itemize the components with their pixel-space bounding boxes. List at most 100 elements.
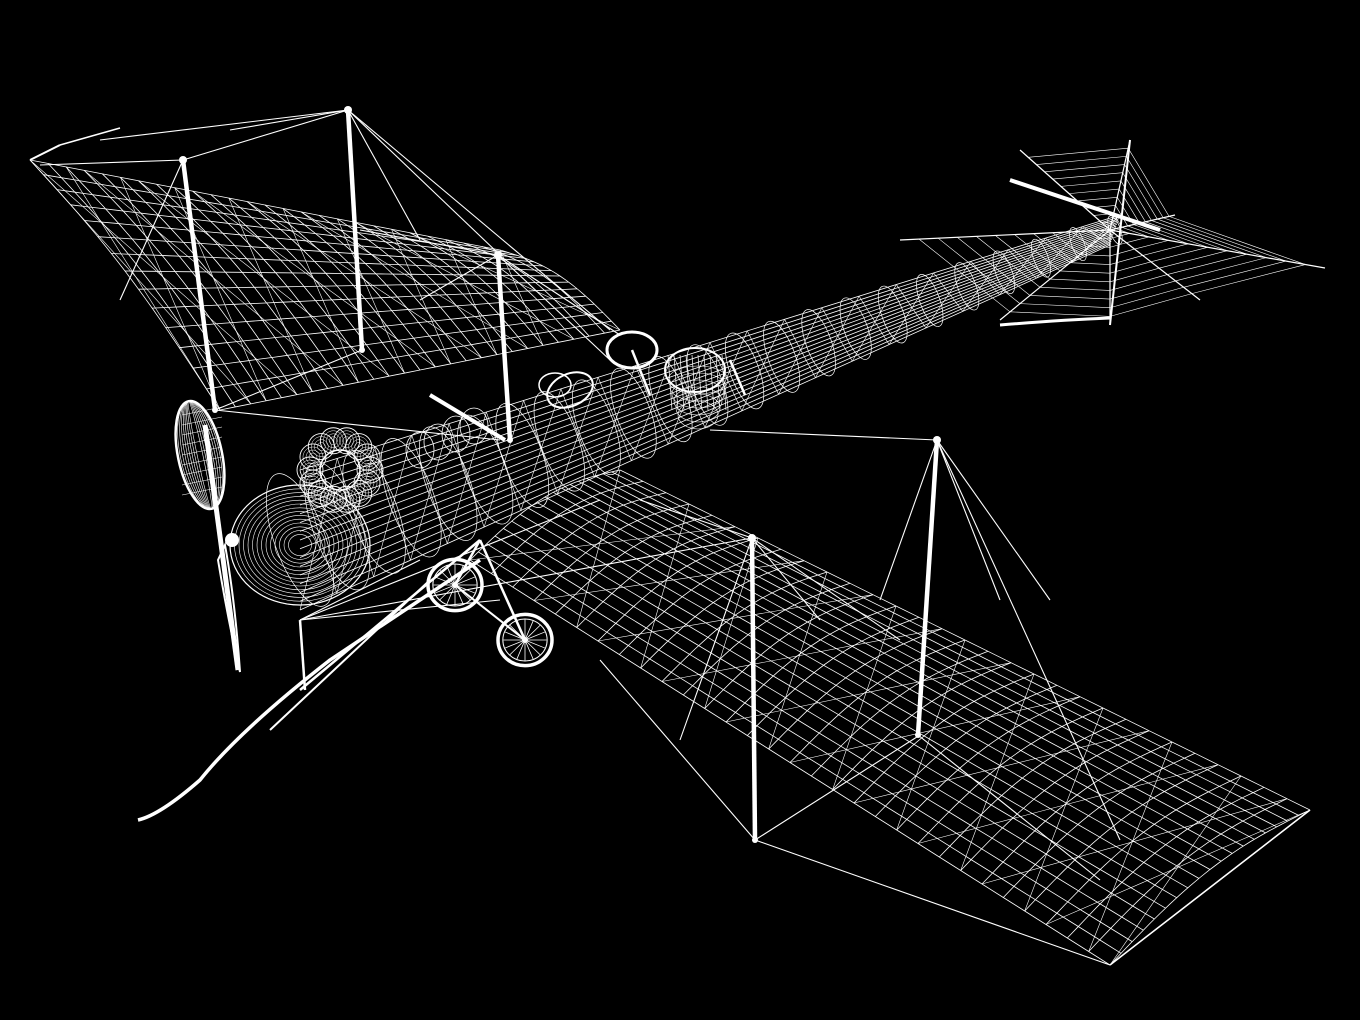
nose-cowl-ring (238, 492, 362, 598)
tail-mesh-line (1109, 261, 1151, 274)
wing-rib (960, 730, 1150, 871)
tail-mesh-line (1168, 216, 1306, 265)
wheel-spoke (446, 584, 456, 605)
tail-mesh-line (1069, 262, 1111, 265)
wing-bracing (409, 232, 621, 331)
tail-mesh-line (1090, 230, 1101, 239)
skid-strut (299, 539, 481, 691)
fuselage-longeron (299, 239, 1113, 585)
tail-mesh-line (1109, 293, 1192, 317)
rigging-wire (182, 109, 349, 161)
fuselage-frame (916, 274, 944, 327)
wing-bracing (282, 208, 359, 383)
engine-cylinder-fin (311, 483, 332, 504)
propeller-blade-lower (216, 541, 241, 673)
seat-weave (721, 354, 727, 411)
kingpost-top-node (933, 436, 941, 444)
fuselage-bracing (560, 388, 595, 478)
fuselage-frame (342, 449, 406, 574)
engine-cylinder-fin (308, 452, 318, 462)
engine-cylinder-fin (362, 452, 372, 462)
tail-mesh-line (1157, 218, 1267, 258)
rigging-wire (754, 839, 1111, 966)
wheel-spoke (524, 624, 541, 641)
tail-mesh-line (1175, 257, 1267, 282)
engine-cylinder (307, 480, 335, 507)
engine-tank (459, 407, 489, 445)
fuselage-frame (877, 285, 908, 344)
engine-cylinder-fin (354, 442, 363, 451)
wing-rib (789, 639, 966, 763)
wing-bracing (355, 222, 574, 340)
tail-mesh-line (1089, 246, 1111, 248)
wheel-spoke (524, 639, 534, 660)
tail-mesh-line (937, 237, 1021, 304)
wheel-spoke (524, 639, 546, 649)
tail-mesh-line (1009, 311, 1111, 317)
fuselage-longeron (299, 240, 1112, 593)
wing-rib (875, 684, 1058, 817)
rigging-wire (39, 159, 184, 166)
rigging-wire (299, 537, 753, 621)
tail-mesh-line (1028, 147, 1129, 158)
wing-rib (640, 560, 805, 669)
wing-bracing (65, 166, 221, 411)
rigging-wire (639, 499, 753, 539)
tail-mesh-line (1079, 254, 1111, 257)
wing-bracing (768, 571, 828, 750)
propeller-blade-mesh (181, 456, 223, 466)
wheel-spoke (434, 584, 456, 594)
fuselage-bracing (704, 330, 748, 428)
fuselage-bracing (1007, 249, 1037, 279)
tail-spar (999, 229, 1111, 321)
wing-bracing (981, 798, 1288, 885)
engine-cylinder (333, 485, 361, 513)
fuselage-bracing (523, 400, 559, 494)
rigging-wire (214, 349, 363, 411)
propeller-blade-mesh (181, 406, 223, 416)
right-wing-tip-edge (1109, 809, 1311, 966)
fuselage-frame (571, 379, 621, 476)
fuselage-bracing (962, 249, 1009, 312)
rigging-wire (347, 109, 611, 331)
engine-cylinder-fin (351, 486, 366, 501)
fuselage-bracing (594, 365, 636, 478)
tail-mesh-line (918, 238, 1011, 313)
rigging-wire (599, 659, 756, 841)
fuselage-bracing (410, 423, 450, 561)
wing-bracing (445, 239, 498, 355)
tail-mesh-line (1126, 156, 1164, 218)
fuselage-frame (954, 262, 980, 311)
fuselage-longeron (299, 229, 1116, 541)
wing-bracing (84, 170, 344, 386)
wing-rib (747, 616, 920, 736)
kingpost-bottom-node (915, 732, 921, 738)
wing-bracing (917, 764, 1219, 844)
rigging-wire (751, 537, 821, 621)
wing-rib (939, 718, 1127, 858)
engine-cylinder (299, 443, 327, 471)
tail-mesh-line (1101, 221, 1112, 224)
tail-spar (1019, 149, 1111, 231)
engine-cylinder-fin (356, 472, 378, 494)
wing-bracing (704, 537, 759, 709)
wing-bracing (789, 696, 1081, 763)
cockpit-strut (728, 359, 747, 396)
fuselage-bracing (336, 446, 375, 594)
rigging-wire (917, 734, 1101, 881)
fuselage-bracing (635, 365, 669, 445)
wing-rib (597, 537, 759, 642)
wing-rib (981, 741, 1173, 885)
engine-cylinder (345, 480, 373, 507)
wing-rib (661, 571, 828, 682)
wing-bracing (1109, 775, 1242, 966)
wing-rib (1024, 764, 1219, 912)
propeller-blade-shaft (202, 424, 241, 671)
rigging-wire (936, 439, 1051, 601)
propeller-blade-mesh (181, 486, 223, 496)
fuselage-frame (992, 250, 1016, 294)
tail-mesh (899, 139, 1326, 327)
wing-rib (83, 170, 267, 402)
kingpost-bottom-node (359, 347, 365, 353)
